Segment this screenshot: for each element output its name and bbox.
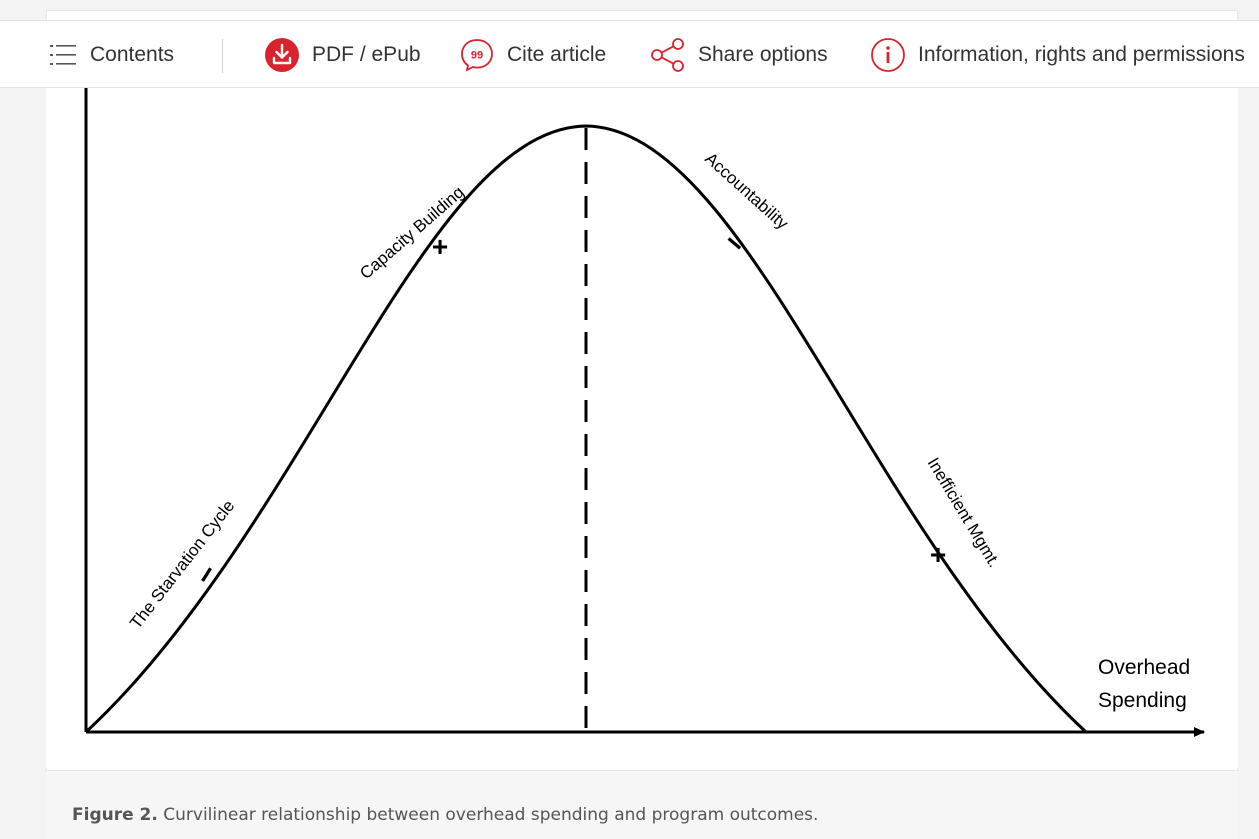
svg-text:99: 99 [471, 50, 483, 62]
information-rights-label: Information, rights and permissions [918, 43, 1245, 66]
contents-label: Contents [90, 43, 175, 66]
share-options-button[interactable]: Share options [650, 21, 828, 87]
inefficient-sign: + [930, 539, 946, 570]
pdf-epub-label: PDF / ePub [312, 43, 421, 66]
pdf-epub-button[interactable]: PDF / ePub [264, 21, 421, 87]
info-icon [870, 37, 906, 73]
figure-caption: Figure 2. Curvilinear relationship betwe… [72, 805, 818, 825]
accountability-label: Accountability [701, 149, 792, 234]
x-axis-label-line2: Spending [1098, 689, 1187, 712]
cite-article-label: Cite article [507, 43, 607, 66]
article-toolbar: Contents PDF / ePub 99 Cite article [0, 20, 1259, 88]
contents-button[interactable]: Contents [50, 21, 175, 87]
list-icon [50, 43, 78, 67]
figure-caption-area: Figure 2. Curvilinear relationship betwe… [46, 770, 1238, 839]
x-axis-label-line1: Overhead [1098, 656, 1190, 679]
overhead-curve-diagram: The Starvation Cycle Capacity Building A… [84, 88, 1205, 737]
accountability-sign: − [717, 225, 752, 262]
share-icon [650, 37, 686, 73]
download-icon [264, 37, 300, 73]
share-options-label: Share options [698, 43, 828, 66]
cite-article-button[interactable]: 99 Cite article [459, 21, 607, 87]
information-rights-button[interactable]: Information, rights and permissions [870, 21, 1245, 87]
figure-caption-text: Curvilinear relationship between overhea… [157, 805, 819, 825]
figure-caption-label: Figure 2. [72, 805, 158, 825]
starvation-cycle-label: The Starvation Cycle [126, 496, 238, 632]
starvation-sign: − [188, 559, 225, 591]
capacity-sign: + [432, 231, 448, 262]
outcome-curve [84, 124, 1088, 734]
toolbar-divider [222, 39, 223, 73]
quote-icon: 99 [459, 37, 495, 73]
figure-image: The Starvation Cycle Capacity Building A… [46, 88, 1238, 768]
